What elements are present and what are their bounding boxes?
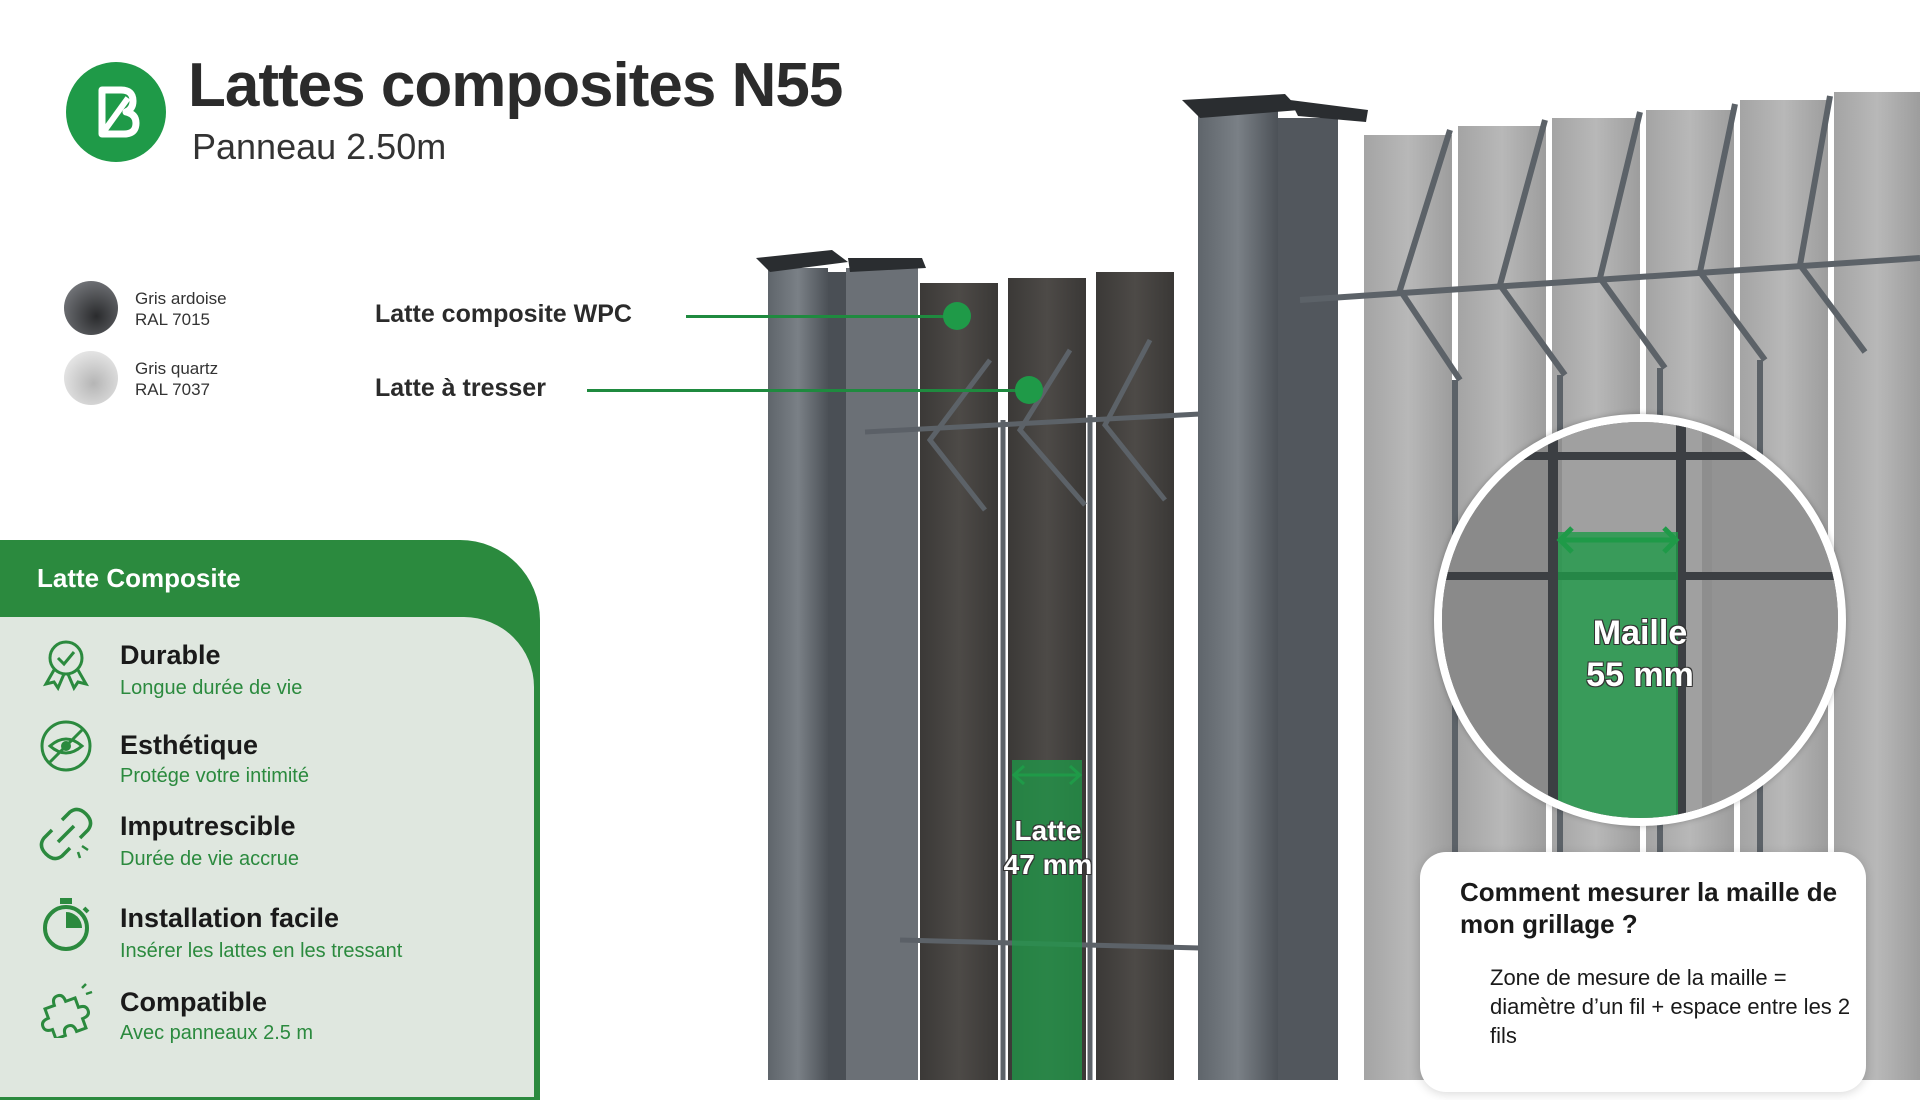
latte-value: 47 mm [1003,849,1093,880]
award-ribbon-icon [42,640,90,692]
callout-wpc-line [686,315,956,318]
puzzle-piece-icon [41,983,93,1038]
page-title: Lattes composites N55 [188,51,843,120]
callout-tresser-label: Latte à tresser [375,374,546,402]
features-panel-title: Latte Composite [37,563,241,593]
latte-highlight [1012,760,1082,1080]
callout-tresser-dot [1015,376,1043,404]
latte-label-text: Latte [1014,815,1082,846]
latte-arrow-icon [1011,764,1083,786]
swatch-label-quartz: Gris quartz RAL 7037 [135,358,218,400]
swatch-code: RAL 7015 [135,310,210,329]
swatch-gris-quartz [64,351,118,405]
callout-wpc-label: Latte composite WPC [375,300,632,328]
broken-link-icon [39,807,93,861]
middle-post [1182,94,1368,1080]
features-panel-body [0,617,534,1097]
brand-logo [66,62,166,162]
info-card-text: Zone de mesure de la maille = diamètre d… [1490,965,1851,1048]
logo-mark-icon [98,86,140,138]
feature-title: Esthétique [120,730,259,760]
info-card-title: Comment mesurer la maille de mon grillag… [1460,877,1838,939]
maille-measure-label: Maille 55 mm [1434,612,1846,696]
maille-label-text: Maille [1592,614,1688,652]
eye-slash-icon [40,720,92,772]
latte-measure-label: Latte 47 mm [988,814,1108,882]
zoom-circle [1434,414,1846,826]
swatch-name: Gris quartz [135,359,219,378]
maille-value: 55 mm [1586,656,1694,694]
feature-desc: Insérer les lattes en les tressant [120,940,403,962]
left-post [756,250,926,1080]
feature-title: Imputrescible [120,811,296,841]
info-card [1420,852,1866,1092]
callout-wpc-dot [943,302,971,330]
feature-desc: Avec panneaux 2.5 m [120,1022,314,1044]
swatch-label-ardoise: Gris ardoise RAL 7015 [135,288,227,330]
swatch-gris-ardoise [64,281,118,335]
feature-desc: Protége votre intimité [120,765,309,787]
callout-tresser-line [587,389,1027,392]
stopwatch-icon [43,898,90,951]
page-subtitle: Panneau 2.50m [192,126,447,167]
feature-desc: Durée de vie accrue [120,848,299,870]
swatch-name: Gris ardoise [135,289,227,308]
zoom-detail [1442,422,1838,818]
swatch-code: RAL 7037 [135,380,210,399]
feature-title: Durable [120,640,221,670]
feature-title: Compatible [120,987,268,1017]
feature-title: Installation facile [120,903,340,933]
feature-desc: Longue durée de vie [120,677,303,699]
